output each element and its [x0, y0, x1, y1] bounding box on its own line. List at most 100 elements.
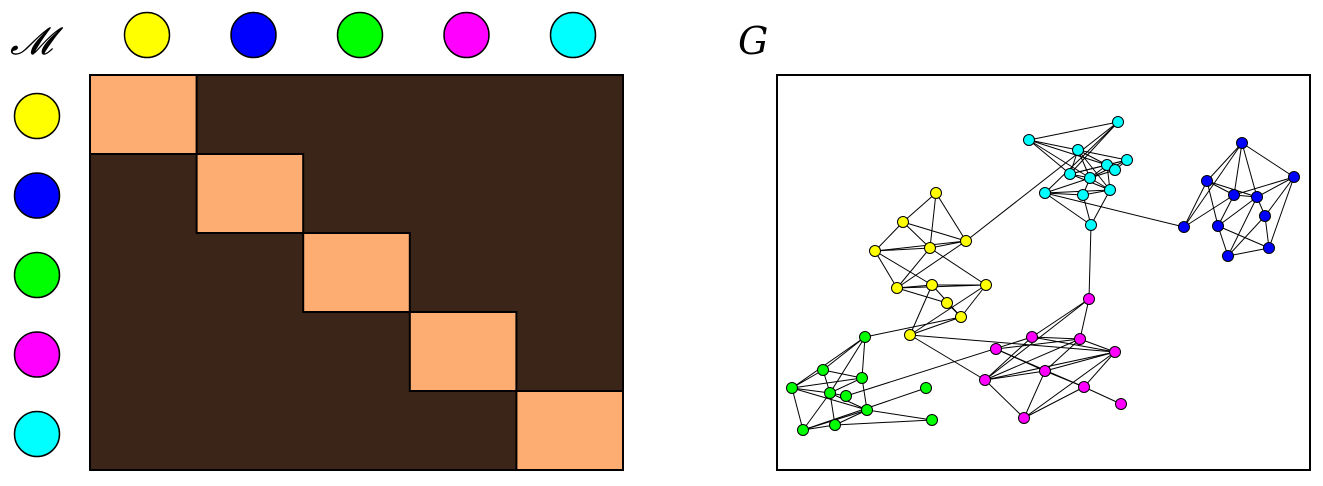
edge-g8-g9: [834, 419, 933, 426]
edge-c1-c5: [1028, 139, 1071, 175]
node-g2: [817, 364, 829, 376]
edge-c1-c2: [1028, 139, 1079, 151]
edge-c8-c9: [1044, 192, 1084, 196]
edge-m6-m7: [984, 370, 1046, 381]
edge-y5-y6: [874, 250, 898, 289]
node-y1: [930, 187, 942, 199]
node-m6: [979, 374, 991, 386]
edge-y8-y10: [909, 284, 987, 336]
edge-c2-c7: [1077, 149, 1111, 191]
node-c4: [1121, 154, 1133, 166]
node-m4: [990, 343, 1002, 355]
diagonal-block-yellow: [89, 74, 198, 155]
edge-m8-m10: [1083, 386, 1122, 405]
edge-b6-b7: [1256, 176, 1295, 198]
node-b9: [1259, 210, 1271, 222]
edge-m5-m8: [1083, 351, 1116, 388]
edge-y9-g1: [864, 316, 962, 338]
node-y10: [904, 329, 916, 341]
edge-c1-c11: [1028, 121, 1119, 141]
node-c10: [1085, 219, 1097, 231]
edge-g1-g3: [861, 336, 866, 379]
edge-b8-b9: [1227, 215, 1266, 257]
node-y5: [869, 245, 881, 257]
node-c9: [1077, 189, 1089, 201]
node-g1: [859, 331, 871, 343]
edge-m6-m9: [984, 379, 1025, 419]
edge-y1-y2: [902, 192, 937, 223]
edge-c8-b1: [1044, 192, 1185, 228]
node-m1: [1083, 293, 1095, 305]
node-m5: [1109, 346, 1121, 358]
node-b4: [1228, 189, 1240, 201]
diagonal-block-cyan: [515, 390, 625, 471]
edge-b2-b5: [1206, 180, 1219, 227]
node-c11: [1112, 116, 1124, 128]
node-g4: [786, 382, 798, 394]
node-c8: [1039, 187, 1051, 199]
edge-m8-m9: [1023, 386, 1085, 419]
edge-g3-g4: [791, 377, 863, 389]
node-y11: [941, 297, 953, 309]
edge-y1-y4: [929, 192, 937, 249]
edge-b3-b6: [1241, 142, 1258, 198]
node-y6: [891, 282, 903, 294]
edge-m3-m4: [995, 338, 1081, 350]
node-m10: [1115, 398, 1127, 410]
node-y2: [897, 216, 909, 228]
edge-b7-b10: [1268, 176, 1295, 249]
node-b6: [1251, 191, 1263, 203]
node-c2: [1072, 144, 1084, 156]
node-g5: [824, 387, 836, 399]
graph-frame: [776, 74, 1311, 471]
edge-b3-b4: [1233, 142, 1243, 196]
edge-g2-g3: [822, 369, 863, 379]
node-m2: [1026, 331, 1038, 343]
edge-y2-y4: [902, 221, 931, 249]
edge-y2-y5: [874, 221, 904, 252]
edge-y9-y10: [909, 316, 962, 336]
node-y7: [926, 279, 938, 291]
node-y9: [955, 311, 967, 323]
node-g7: [797, 424, 809, 436]
node-c1: [1023, 134, 1035, 146]
column-marker-yellow: [123, 11, 171, 59]
column-marker-blue: [230, 11, 277, 59]
graph-label: G: [738, 19, 768, 63]
edge-c1-c3: [1028, 139, 1108, 166]
diagonal-block-magenta: [408, 311, 518, 392]
edge-y4-y8: [929, 247, 987, 286]
edge-y3-y6: [896, 240, 967, 289]
edge-b5-b6: [1217, 196, 1258, 227]
node-b2: [1201, 175, 1213, 187]
node-m3: [1074, 333, 1086, 345]
node-m7: [1039, 365, 1051, 377]
edge-m7-m9: [1023, 370, 1046, 419]
edge-b5-b10: [1217, 225, 1270, 249]
node-b1: [1178, 221, 1190, 233]
edge-y4-y5: [874, 247, 931, 252]
edge-m3-m5: [1079, 338, 1116, 353]
row-marker-blue: [13, 172, 61, 219]
edge-b2-b6: [1206, 180, 1258, 198]
edge-y10-m6: [909, 334, 986, 381]
edge-y5-y7: [874, 250, 933, 286]
edge-g4-g6: [791, 387, 868, 411]
edge-b4-b7: [1233, 176, 1295, 196]
edge-y3-y5: [874, 240, 967, 252]
node-y4: [924, 242, 936, 254]
node-b3: [1236, 137, 1248, 149]
edge-b6-b8: [1227, 196, 1258, 257]
edge-m5-m9: [1023, 351, 1116, 419]
edge-g4-g5: [791, 387, 831, 394]
edge-g5-g6: [829, 392, 868, 411]
node-m8: [1078, 381, 1090, 393]
node-g3: [856, 372, 868, 384]
edge-c6-c8: [1044, 177, 1091, 194]
node-g9: [926, 414, 938, 426]
node-b8: [1222, 250, 1234, 262]
matrix-label: 𝓜: [10, 19, 64, 63]
diagonal-block-green: [302, 232, 411, 313]
column-marker-magenta: [443, 11, 490, 59]
diagonal-block-blue: [195, 153, 305, 234]
